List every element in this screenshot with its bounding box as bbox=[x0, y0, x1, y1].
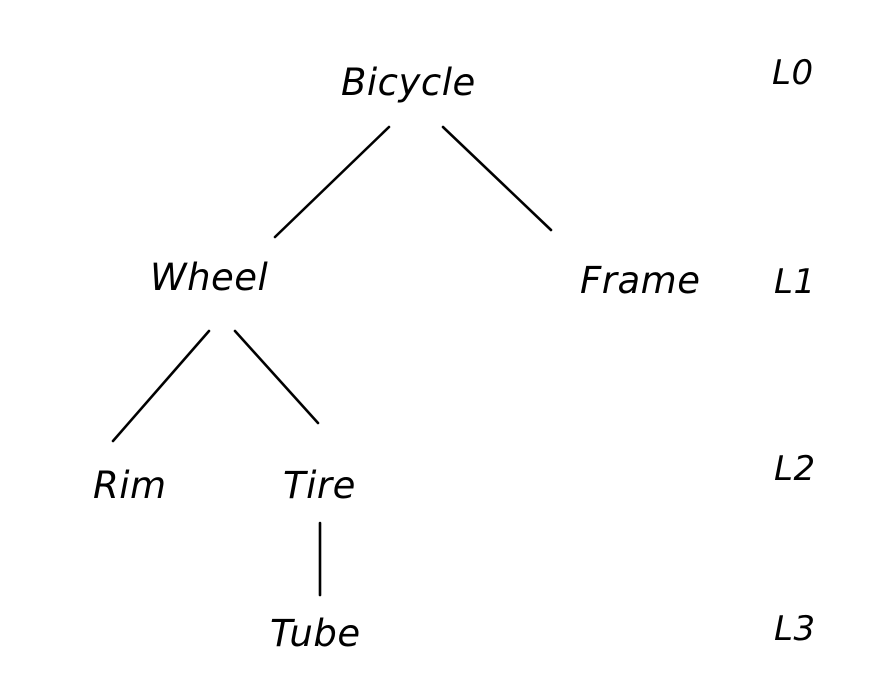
edge-bicycle-frame bbox=[441, 125, 553, 232]
node-frame[interactable]: Frame bbox=[580, 259, 701, 302]
edge-wheel-tire bbox=[233, 329, 320, 425]
node-rim[interactable]: Rim bbox=[93, 464, 167, 507]
level-label-l2: L2 bbox=[774, 449, 816, 489]
node-wheel[interactable]: Wheel bbox=[150, 256, 269, 299]
level-label-l1: L1 bbox=[774, 262, 816, 302]
node-tube[interactable]: Tube bbox=[270, 612, 361, 655]
level-label-l3: L3 bbox=[774, 609, 816, 649]
node-bicycle[interactable]: Bicycle bbox=[341, 61, 476, 104]
node-tire[interactable]: Tire bbox=[283, 464, 356, 507]
edge-bicycle-wheel bbox=[273, 125, 391, 239]
edge-wheel-rim bbox=[111, 329, 211, 443]
level-label-l0: L0 bbox=[772, 53, 814, 93]
